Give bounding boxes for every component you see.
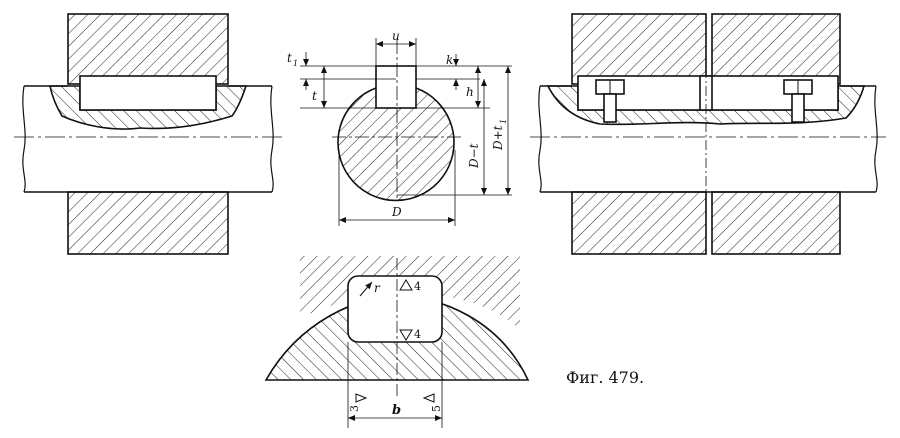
label-r: r [374,281,381,295]
hub-detail [300,256,520,330]
key-left [79,75,217,111]
finish-bottom: 4 [414,328,421,341]
hub-top-right-b [711,13,841,85]
key-detail-labels: r 4 4 3 5 b [348,280,443,418]
shaft-break-right-left [270,85,274,193]
finish-right: 5 [430,405,443,412]
dimension-lines [300,38,512,226]
label-t: t [312,89,317,103]
hub-bottom-right-a [571,191,707,255]
finish-top: 4 [414,280,421,293]
finish-left: 3 [348,405,361,412]
cross-section-labels: u t 1 t k h D−t D+t 1 D [287,29,508,219]
hub-top-right-a [571,13,707,85]
shaft-break-right-b [874,85,878,193]
label-t1-sub: 1 [293,59,298,68]
label-h: h [466,85,474,99]
shaft-break-right-a [538,85,542,193]
key-detail-body [347,275,443,343]
label-b: b [392,403,401,418]
shaft-circle [337,87,455,202]
shaft-section-left [49,85,248,130]
hub-top-left [67,13,229,85]
key-section [375,65,417,109]
label-u: u [392,29,400,43]
right-view [530,13,886,255]
hub-bottom-left [67,191,229,255]
shaft-section-right [546,85,866,126]
cross-section [300,38,512,226]
key-detail [264,256,530,428]
shaft-break-left [22,85,26,193]
figure-caption: Фиг. 479. [566,368,645,387]
label-d-minus-t: D−t [467,143,481,169]
label-d-plus-t1-sub: 1 [499,119,508,124]
hub-bottom-right-b [711,191,841,255]
label-t1: t [287,51,292,65]
label-d: D [391,205,402,219]
label-k: k [446,53,453,67]
screw-body-right [791,93,805,123]
screw-body-left [603,93,617,123]
left-view [14,13,282,255]
label-d-plus-t1: D+t [491,125,505,151]
